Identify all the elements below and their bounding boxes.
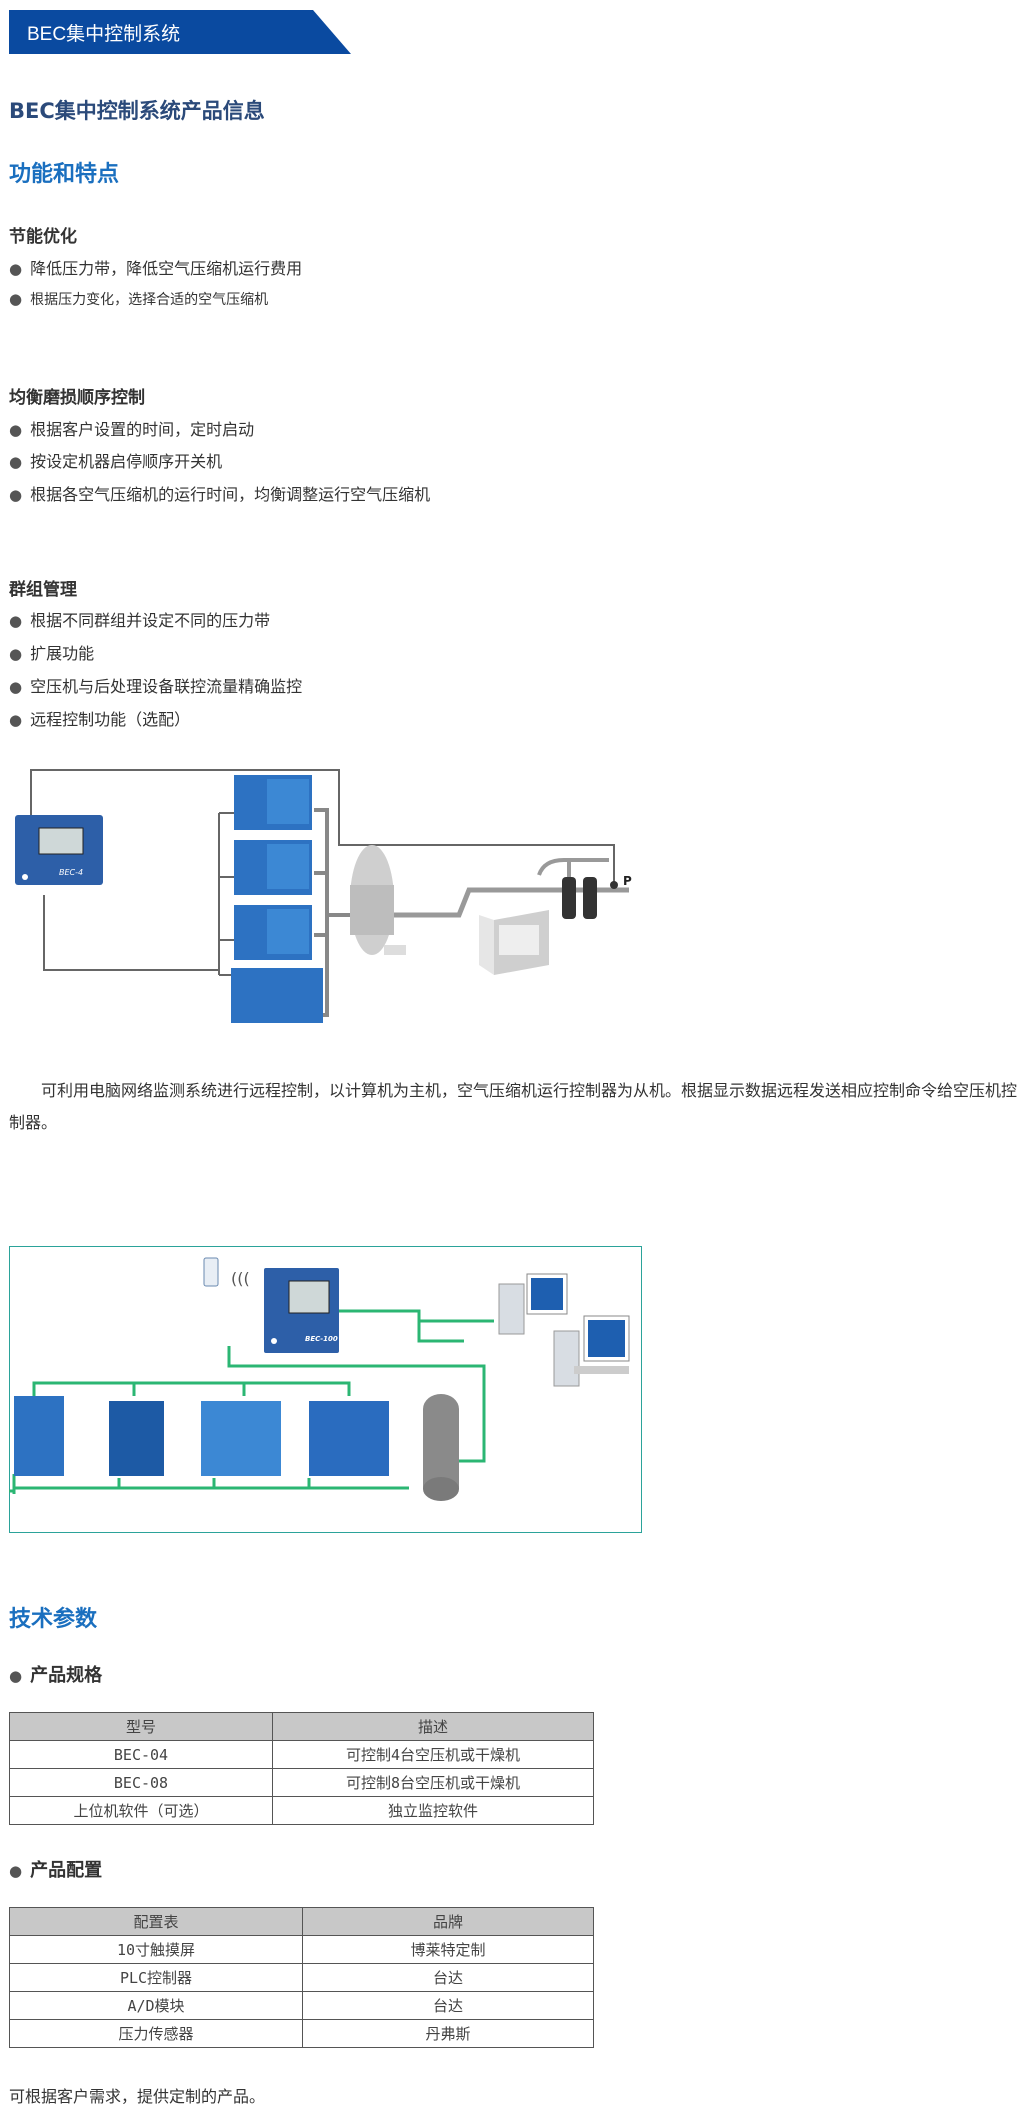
table-cell: 丹弗斯: [302, 2019, 594, 2048]
table-row: BEC-04 可控制4台空压机或干燥机: [9, 1740, 594, 1769]
table-cell: 台达: [302, 1963, 594, 1992]
remote-control-description: 可利用电脑网络监测系统进行远程控制，以计算机为主机，空气压缩机运行控制器为从机。…: [9, 1081, 1018, 1132]
config-header-brand: 品牌: [302, 1907, 594, 1936]
list-item: 根据各空气压缩机的运行时间，均衡调整运行空气压缩机: [9, 481, 430, 505]
computer-icon: [498, 1273, 630, 1387]
controller-label: BEC-4: [59, 868, 83, 877]
system-diagram: P BEC-4: [15, 769, 632, 1023]
features-heading: 功能和特点: [9, 162, 120, 187]
list-item: 根据不同群组并设定不同的压力带: [9, 607, 270, 631]
spec-header-desc: 描述: [272, 1712, 594, 1741]
table-cell: PLC控制器: [9, 1963, 303, 1992]
table-cell: 10寸触摸屏: [9, 1935, 303, 1964]
controller-device: BEC-100: [264, 1268, 339, 1353]
table-cell: 台达: [302, 1991, 594, 2020]
controller-label: BEC-100: [305, 1335, 338, 1343]
table-cell: 压力传感器: [9, 2019, 303, 2048]
config-table: 配置表 品牌 10寸触摸屏 博莱特定制 PLC控制器 台达 A/D模块 台达 压…: [9, 1907, 594, 2048]
list-item: 远程控制功能（选配）: [9, 706, 190, 730]
table-row: A/D模块 台达: [9, 1991, 594, 2020]
table-row: 10寸触摸屏 博莱特定制: [9, 1935, 594, 1964]
section-banner: BEC集中控制系统: [9, 10, 351, 54]
pressure-label: P: [623, 874, 632, 888]
table-row: 上位机软件（可选） 独立监控软件: [9, 1796, 594, 1825]
list-item: 根据客户设置的时间，定时启动: [9, 416, 254, 440]
table-cell: 可控制8台空压机或干燥机: [272, 1768, 594, 1797]
smartphone-icon: (((: [203, 1257, 250, 1288]
customization-note: 可根据客户需求，提供定制的产品。: [9, 2087, 266, 2106]
table-cell: 独立监控软件: [272, 1796, 594, 1825]
config-heading: 产品配置: [9, 1856, 102, 1882]
air-tank-icon: [350, 845, 406, 955]
list-item: 根据压力变化，选择合适的空气压缩机: [9, 289, 268, 309]
table-cell: 上位机软件（可选）: [9, 1796, 273, 1825]
group-title-energy: 节能优化: [9, 227, 77, 247]
dryer-icon: [479, 910, 549, 975]
tech-heading: 技术参数: [9, 1607, 98, 1632]
product-title: BEC集中控制系统产品信息: [9, 99, 265, 123]
table-cell: A/D模块: [9, 1991, 303, 2020]
spec-header-model: 型号: [9, 1712, 273, 1741]
list-item: 降低压力带，降低空气压缩机运行费用: [9, 255, 302, 279]
controller-device: BEC-4: [15, 815, 103, 885]
spec-table: 型号 描述 BEC-04 可控制4台空压机或干燥机 BEC-08 可控制8台空压…: [9, 1712, 594, 1825]
group-title-sequence: 均衡磨损顺序控制: [9, 388, 145, 408]
network-diagram: ((( BEC-100: [9, 1246, 642, 1533]
table-cell: 可控制4台空压机或干燥机: [272, 1740, 594, 1769]
table-cell: BEC-04: [9, 1740, 273, 1769]
table-row: 压力传感器 丹弗斯: [9, 2019, 594, 2048]
svg-text:(((: (((: [231, 1269, 250, 1288]
filter-icon: [537, 858, 609, 919]
list-item: 扩展功能: [9, 640, 94, 664]
table-row: PLC控制器 台达: [9, 1963, 594, 1992]
table-row: BEC-08 可控制8台空压机或干燥机: [9, 1768, 594, 1797]
table-cell: BEC-08: [9, 1768, 273, 1797]
table-cell: 博莱特定制: [302, 1935, 594, 1964]
config-header-item: 配置表: [9, 1907, 303, 1936]
compressor-icon: [14, 1396, 389, 1476]
list-item: 空压机与后处理设备联控流量精确监控: [9, 673, 302, 697]
spec-heading: 产品规格: [9, 1661, 102, 1687]
list-item: 按设定机器启停顺序开关机: [9, 448, 222, 472]
group-title-cluster: 群组管理: [9, 580, 77, 600]
compressor-icon: [231, 775, 323, 1023]
air-tank-icon: [423, 1394, 459, 1501]
banner-title: BEC集中控制系统: [27, 24, 181, 45]
